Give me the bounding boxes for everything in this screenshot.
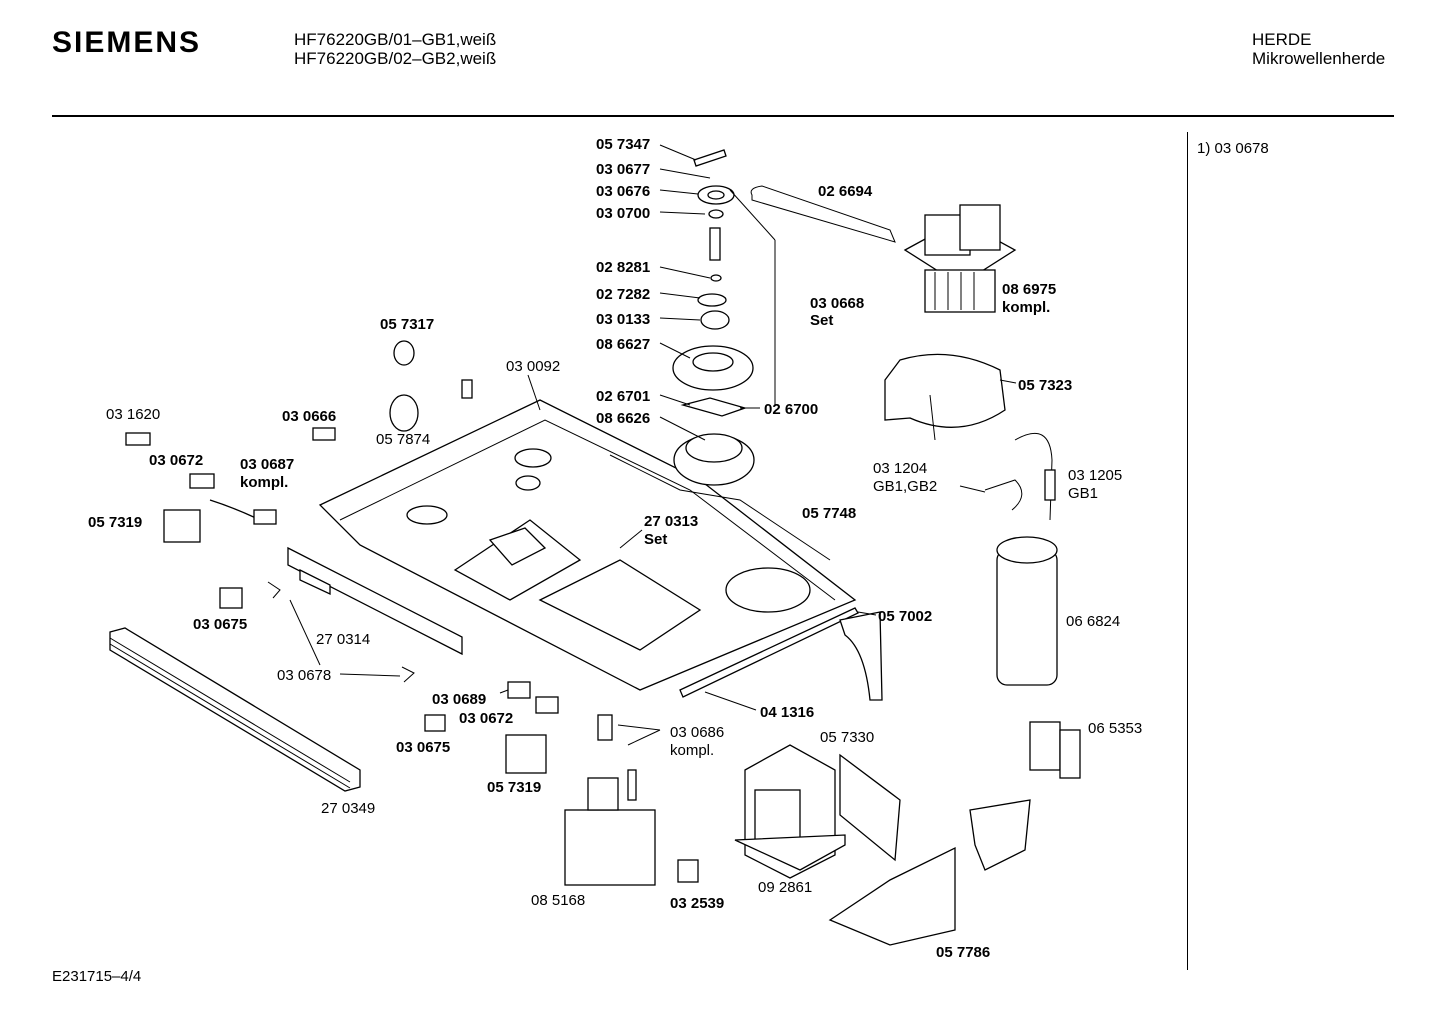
label-057319-a: 05 7319 — [88, 514, 142, 531]
fan-motor — [903, 204, 1017, 313]
label-gb1: GB1 — [1068, 485, 1098, 502]
label-057319-b: 05 7319 — [487, 779, 541, 796]
model-1: HF76220GB/01–GB1,weiß — [294, 30, 497, 49]
transformer-092861 — [734, 744, 846, 879]
bracket-unlabeled — [969, 799, 1031, 871]
label-030687: 03 0687 — [240, 456, 294, 473]
label-030678: 03 0678 — [277, 667, 331, 684]
chassis-base-plate — [318, 399, 857, 691]
label-066824: 06 6824 — [1066, 613, 1120, 630]
label-026700: 02 6700 — [764, 401, 818, 418]
label-set-270313: Set — [644, 531, 667, 548]
label-057347: 05 7347 — [596, 136, 650, 153]
label-028281: 02 8281 — [596, 259, 650, 276]
label-027282: 02 7282 — [596, 286, 650, 303]
label-030675-a: 03 0675 — [193, 616, 247, 633]
label-031620: 03 1620 — [106, 406, 160, 423]
label-085168: 08 5168 — [531, 892, 585, 909]
label-057317: 05 7317 — [380, 316, 434, 333]
label-270349: 27 0349 — [321, 800, 375, 817]
label-030092: 03 0092 — [506, 358, 560, 375]
label-057330: 05 7330 — [820, 729, 874, 746]
label-030672-a: 03 0672 — [149, 452, 203, 469]
cover-057786 — [828, 846, 956, 946]
shield-plate-057330 — [839, 753, 901, 862]
label-026694: 02 6694 — [818, 183, 873, 200]
label-030686: 03 0686 — [670, 724, 724, 741]
label-057874: 05 7874 — [376, 431, 430, 448]
label-057786: 05 7786 — [936, 944, 990, 961]
label-065353: 06 5353 — [1088, 720, 1142, 737]
capacitor-066824 — [996, 536, 1058, 686]
label-041316: 04 1316 — [760, 704, 814, 721]
label-032539: 03 2539 — [670, 895, 724, 912]
label-030677: 03 0677 — [596, 161, 650, 178]
label-057002: 05 7002 — [878, 608, 932, 625]
label-030666: 03 0666 — [282, 408, 336, 425]
label-kompl-086975: kompl. — [1002, 299, 1050, 316]
model-2: HF76220GB/02–GB2,weiß — [294, 49, 497, 68]
label-057323: 05 7323 — [1018, 377, 1072, 394]
document-id: E231715–4/4 — [52, 968, 142, 985]
model-list: HF76220GB/01–GB1,weiß HF76220GB/02–GB2,w… — [294, 30, 496, 68]
label-270314: 27 0314 — [316, 631, 370, 648]
fan-housing-057323 — [884, 353, 1006, 441]
label-031204: 03 1204 — [873, 460, 927, 477]
small-parts-left — [125, 340, 699, 883]
label-gb1gb2: GB1,GB2 — [873, 478, 937, 495]
label-set-030668: Set — [810, 312, 833, 329]
bracket-057002 — [839, 611, 883, 701]
footnote: 1) 03 0678 — [1197, 140, 1269, 157]
front-frame — [287, 546, 463, 656]
bar-041316 — [679, 607, 859, 698]
label-086626: 08 6626 — [596, 410, 650, 427]
label-030676: 03 0676 — [596, 183, 650, 200]
label-092861: 09 2861 — [758, 879, 812, 896]
magnetron-085168 — [564, 769, 656, 886]
category-block: HERDE Mikrowellenherde — [1252, 30, 1385, 68]
header-divider — [52, 115, 1394, 117]
label-030689: 03 0689 — [432, 691, 486, 708]
label-030133: 03 0133 — [596, 311, 650, 328]
category: HERDE — [1252, 30, 1312, 49]
label-086975: 08 6975 — [1002, 281, 1056, 298]
label-kompl-030686: kompl. — [670, 742, 714, 759]
leader-lines — [289, 144, 1017, 746]
part-labels: 05 7347 03 0677 03 0676 03 0700 02 6694 … — [88, 136, 1142, 961]
label-057748: 05 7748 — [802, 505, 856, 522]
subcategory: Mikrowellenherde — [1252, 49, 1386, 68]
relay-065353 — [1029, 721, 1081, 779]
footnote-divider — [1187, 132, 1188, 970]
label-031205: 03 1205 — [1068, 467, 1122, 484]
label-270313: 27 0313 — [644, 513, 698, 530]
stirrer-stack — [672, 149, 776, 486]
label-030668: 03 0668 — [810, 295, 864, 312]
label-kompl-030687: kompl. — [240, 474, 288, 491]
label-030675-b: 03 0675 — [396, 739, 450, 756]
fuse-031205 — [984, 432, 1056, 521]
brand-logo: SIEMENS — [52, 26, 202, 59]
frame-bar-270349 — [109, 627, 361, 792]
label-030700: 03 0700 — [596, 205, 650, 222]
label-030672-b: 03 0672 — [459, 710, 513, 727]
label-026701: 02 6701 — [596, 388, 650, 405]
label-086627: 08 6627 — [596, 336, 650, 353]
heater-loop-026694 — [750, 185, 896, 243]
